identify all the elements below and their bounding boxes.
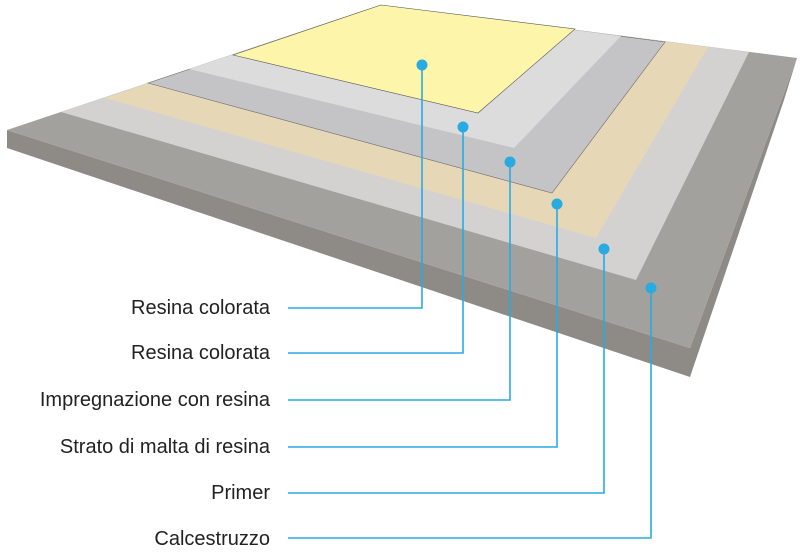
leader-line (288, 288, 652, 539)
leader-dot (504, 156, 516, 168)
leader-dot (457, 121, 469, 133)
concrete-front-face (7, 130, 690, 377)
leader-dot (645, 282, 657, 294)
leader-dot (598, 243, 610, 255)
leader-dot (416, 59, 428, 71)
leader-dot (551, 198, 563, 210)
leader-line (288, 65, 423, 309)
label-malta: Strato di malta di resina (59, 436, 270, 458)
leader-line (288, 127, 464, 354)
label-resina-colorata-top: Resina colorata (131, 297, 270, 319)
concrete-right-face (690, 58, 797, 377)
label-impregnazione: Impregnazione con resina (39, 389, 270, 411)
leader-line (288, 162, 511, 401)
leader-line (288, 249, 605, 494)
label-primer: Primer (211, 482, 270, 504)
leader-line (288, 204, 558, 448)
colored-resin-top-layer (231, 4, 576, 114)
label-calcestruzzo: Calcestruzzo (154, 528, 270, 550)
label-resina-colorata: Resina colorata (131, 342, 270, 364)
